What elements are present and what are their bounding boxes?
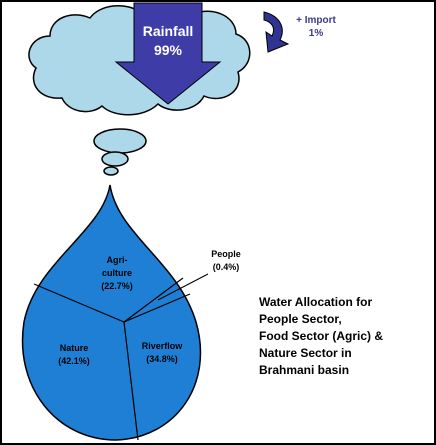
riverflow-label: Riverflow <box>142 341 184 351</box>
cloud-puff-large <box>93 128 147 154</box>
riverflow-value: (34.8%) <box>146 354 178 364</box>
import-arrow-icon <box>263 11 290 53</box>
water-drop-shape <box>21 184 202 441</box>
agriculture-label-2: culture <box>102 268 132 278</box>
import-value: 1% <box>309 28 324 39</box>
caption-line-2: People Sector, <box>259 312 342 326</box>
import-arrow-body <box>263 11 290 53</box>
nature-label: Nature <box>60 343 89 353</box>
people-value: (0.4%) <box>213 262 240 272</box>
rainfall-label: Rainfall <box>143 23 194 39</box>
caption-line-3: Food Sector (Agric) & <box>259 329 383 343</box>
divider-nature-agriculture <box>33 283 125 323</box>
caption-line-4: Nature Sector in <box>259 346 352 360</box>
caption: Water Allocation for People Sector, Food… <box>259 295 383 377</box>
rainfall-value: 99% <box>154 42 183 58</box>
agriculture-value: (22.7%) <box>101 281 133 291</box>
cloud-puff-medium <box>101 151 129 167</box>
rainfall-arrow-shape <box>114 2 222 105</box>
agriculture-label-1: Agri- <box>107 255 128 265</box>
rainfall-arrow: Rainfall 99% <box>114 2 222 105</box>
divider-agriculture-people <box>123 277 184 323</box>
divider-people-riverflow <box>123 293 191 323</box>
cloud-puff-small <box>103 166 119 176</box>
caption-line-1: Water Allocation for <box>259 295 372 309</box>
caption-line-5: Brahmani basin <box>259 363 349 377</box>
divider-nature-riverflow <box>123 321 139 441</box>
people-label: People <box>211 249 241 259</box>
import-label: + Import <box>296 15 336 26</box>
water-drop <box>21 184 209 441</box>
nature-value: (42.1%) <box>58 356 90 366</box>
people-callout-line <box>157 273 209 301</box>
